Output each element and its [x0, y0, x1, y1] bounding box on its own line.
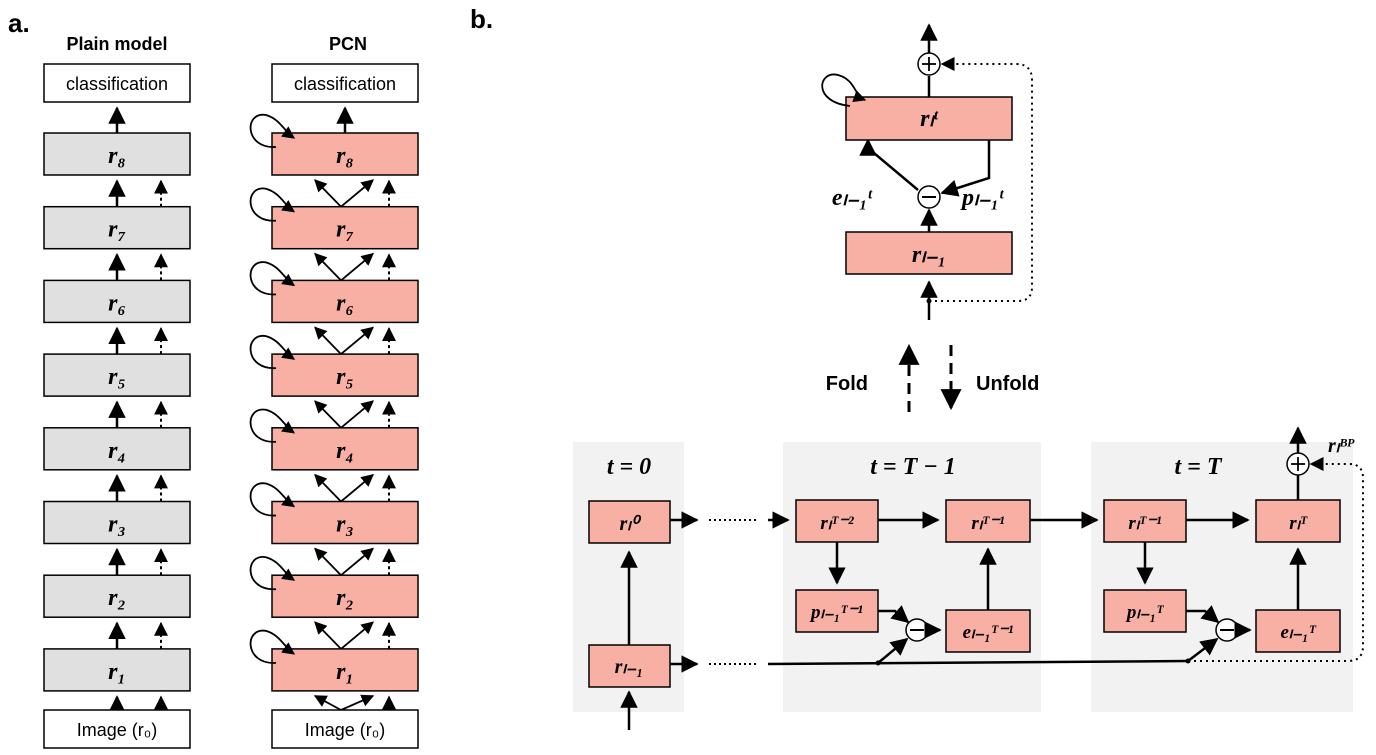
pcn-layer-box [271, 574, 419, 618]
plain-layer-label: r₇ [108, 217, 126, 243]
plain-input-label: Image (r₀) [77, 720, 157, 740]
tTm1-next-node-label: rₗᵀ⁻¹ [971, 513, 1004, 534]
tT-prev-node [1103, 499, 1187, 543]
pcn-layer-box [271, 353, 419, 397]
tTm1-title: t = T − 1 [870, 454, 956, 480]
plain-layer-box [43, 279, 191, 324]
tTm1-pred-node [795, 589, 879, 633]
t0-bottom-node-label: rₗ₋₁ [615, 656, 644, 678]
pcn-layer-box [271, 205, 419, 250]
folded-error-label: eₗ₋₁ᵗ [832, 185, 874, 211]
pcn-diagram: classification r₈ r₇ r₆ r₅ r₄ r₃ r₂ r₁ Image (r₀) [249, 63, 419, 749]
folded-bottom-node-label: rₗ₋₁ [912, 242, 946, 268]
plain-layer-box [43, 648, 191, 692]
t0-title: t = 0 [607, 454, 651, 480]
pcn-layer-label: r₅ [336, 364, 354, 390]
plain-layer-label: r₃ [108, 512, 126, 538]
plain-classification-box [43, 63, 191, 103]
pcn-layer-box [271, 500, 419, 545]
tT-title: t = T [1174, 454, 1222, 480]
tTm1-error-node [945, 609, 1031, 653]
fold-unfold-indicator: Fold Unfold [826, 343, 1039, 412]
pcn-layer-label: r₆ [336, 290, 354, 316]
tTm1-pred-node-label: pₗ₋₁ᵀ⁻¹ [809, 602, 863, 623]
pcn-classification-label: classification [294, 74, 396, 94]
pcn-input-label: Image (r₀) [305, 720, 385, 740]
panel-b-label: b. [470, 4, 493, 34]
pcn-layer-label: r₁ [336, 659, 354, 685]
plain-layer-box [43, 574, 191, 618]
t0-bottom-node [588, 644, 671, 688]
plain-layer-label: r₅ [108, 364, 126, 390]
pcn-layer-box [271, 279, 419, 324]
pcn-classification-box [271, 63, 419, 103]
tT-pred-node-label: pₗ₋₁ᵀ [1125, 602, 1164, 623]
tTm1-next-node [945, 499, 1031, 543]
unfolded-tTm1: rₗᵀ⁻² rₗᵀ⁻¹ pₗ₋₁ᵀ⁻¹ eₗ₋₁ᵀ⁻¹ [795, 499, 1099, 664]
pcn-layer-label: r₇ [336, 217, 354, 243]
t0-top-node-label: rₗ⁰ [619, 513, 641, 535]
plain-layer-label: r₈ [108, 143, 126, 169]
pcn-layer-label: r₃ [336, 512, 354, 538]
tTm1-prev-node-label: rₗᵀ⁻² [820, 513, 854, 534]
plain-model-diagram: classification r₈ r₇ r₆ r₅ r₄ r₃ r₂ r₁ Image (r₀) [43, 63, 191, 749]
folded-top-node-label: rₗᵗ [920, 106, 939, 132]
pcn-layer-label: r₄ [336, 438, 354, 464]
bp-label: rₗᴮᴾ [1328, 435, 1355, 457]
folded-bottom-node [845, 231, 1013, 275]
folded-diagram: rₗ₋₁ rₗᵗ eₗ₋₁ᵗ pₗ₋₁ᵗ [821, 23, 1033, 320]
tT-error-node [1255, 609, 1341, 653]
plain-layer-label: r₄ [108, 438, 126, 464]
unfolded-t0: rₗ₋₁ rₗ⁰ [588, 500, 1191, 730]
pcn-layer-box [271, 427, 419, 471]
plain-layer-box [43, 500, 191, 545]
t0-top-node [588, 500, 671, 544]
plain-layer-box [43, 427, 191, 471]
pcn-input-box [271, 709, 419, 749]
pcn-title: PCN [329, 34, 367, 54]
pcn-layer-label: r₈ [336, 143, 354, 169]
tT-error-node-label: eₗ₋₁ᵀ [1280, 622, 1316, 643]
panel-a-label: a. [8, 8, 30, 38]
unfolded-tT: rₗᵀ⁻¹ rₗᵀ pₗ₋₁ᵀ eₗ₋₁ᵀ rₗᴮᴾ [1103, 426, 1364, 662]
pcn-layer-label: r₂ [336, 585, 354, 611]
tT-panel [1091, 442, 1353, 712]
tTm1-prev-node [795, 499, 879, 543]
plain-model-title: Plain model [66, 34, 167, 54]
tT-prev-node-label: rₗᵀ⁻¹ [1128, 513, 1161, 534]
folded-top-node [845, 96, 1013, 141]
plain-layer-box [43, 205, 191, 250]
plain-layer-label: r₁ [108, 659, 126, 685]
fold-label: Fold [826, 373, 868, 395]
plain-layer-box [43, 132, 191, 176]
plain-layer-label: r₆ [108, 290, 126, 316]
pcn-layer-box [271, 648, 419, 692]
unfold-label: Unfold [976, 373, 1039, 395]
tTm1-error-node-label: eₗ₋₁ᵀ⁻¹ [963, 622, 1014, 643]
plain-layer-box [43, 353, 191, 397]
tTm1-panel [783, 442, 1041, 712]
plain-input-box [43, 709, 191, 749]
pcn-layer-box [271, 132, 419, 176]
folded-prediction-label: pₗ₋₁ᵗ [960, 185, 1005, 211]
tT-next-node-label: rₗᵀ [1289, 513, 1308, 534]
plain-layer-label: r₂ [108, 585, 126, 611]
tT-next-node [1255, 499, 1341, 543]
plain-classification-label: classification [66, 74, 168, 94]
